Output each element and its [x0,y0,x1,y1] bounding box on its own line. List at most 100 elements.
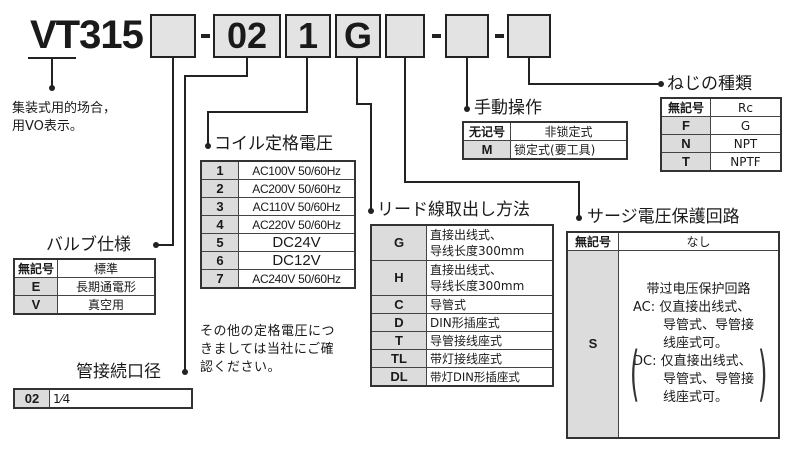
leader-line [356,103,372,105]
part-box-manifold [150,14,196,58]
option-code: H [370,260,427,296]
option-code: 3 [200,197,239,216]
leader-line [184,75,186,373]
surge-dc-line: 导管式、导管接 [663,372,755,387]
coil-voltage-note-line: 認ください。 [200,360,282,375]
leader-dot [153,242,159,248]
leader-line [207,111,308,113]
dc-text: 仅直接出线式、 [660,354,752,369]
leader-dot [205,143,211,149]
option-desc: AC220V 50/60Hz [238,215,356,234]
separator-dash [432,34,441,38]
option-code: 無記号 [566,231,619,251]
option-desc: 带过电压保护回路 ( ) AC: 仅直接出线式、 导管式、导管接 线座式可。 D… [618,250,780,439]
option-code: 5 [200,233,239,252]
option-desc: 真空用 [57,295,156,315]
leader-line [184,75,248,77]
dc-label: DC: [633,354,657,369]
part-box-surge [385,14,425,58]
part-box-manual [445,14,489,58]
leader-dot [182,369,188,375]
part-box-coil-voltage: 1 [285,14,331,58]
right-paren-icon: ) [757,339,767,409]
option-desc: 1⁄4 [49,388,193,409]
table-row: 无记号非锁定式 [462,121,628,141]
table-row: 無記号標準 [13,258,156,278]
option-desc: AC200V 50/60Hz [238,179,356,198]
option-code: T [370,331,427,350]
option-desc: Rc [710,97,782,117]
option-code: 7 [200,269,239,289]
option-desc: DC24V [238,233,356,252]
option-desc: AC100V 50/60Hz [238,160,356,180]
option-code: G [370,224,427,261]
thread-type-title: ねじの種類 [667,74,752,94]
part-box-lead-wire: G [335,14,381,58]
part-box-port-size: 02 [213,14,281,58]
option-code: 6 [200,251,239,270]
option-desc: 导管式 [426,295,554,314]
surge-ac-line: AC: 仅直接出线式、 [633,299,772,317]
leader-dot [49,85,55,91]
option-code: 無記号 [13,258,59,278]
leader-line [466,58,468,108]
option-code: TL [370,349,427,368]
surge-ac-line: 导管式、导管接 [663,318,755,333]
desc-line: 导线长度300mm [430,244,525,258]
left-paren-icon: ( [630,339,640,409]
desc-line: 直接出线式、 [430,263,503,277]
surge-title: サージ電圧保護回路 [587,207,740,227]
surge-desc-body: ( ) AC: 仅直接出线式、 导管式、导管接 线座式可。 DC: 仅直接出线式… [625,299,772,409]
option-code: N [660,134,711,153]
option-code: 无记号 [462,121,511,141]
leader-line [404,58,406,182]
leader-line [404,181,580,183]
option-desc: 锁定式(要工具) [510,140,628,160]
option-code: C [370,295,427,314]
surge-dc-line: 线座式可。 [663,390,729,405]
option-desc: 导管接线座式 [426,331,554,350]
ac-label: AC: [633,300,656,315]
port-size-title: 管接続口径 [76,362,161,382]
surge-ac-line: 线座式可。 [663,336,729,351]
option-desc: NPTF [710,152,782,172]
option-desc: 標準 [57,258,156,278]
option-code: D [370,313,427,332]
manifold-note-line: 用VO表示。 [12,119,83,134]
surge-desc-head: 带过电压保护回路 [646,282,751,297]
surge-dc-line: DC: 仅直接出线式、 [633,353,772,371]
option-desc: 非锁定式 [510,121,628,141]
option-code: 02 [13,388,50,409]
model-number: VT315 [30,13,144,57]
manifold-note-line: 集装式用的场合， [12,101,117,116]
leader-dot [464,106,470,112]
ac-text: 仅直接出线式、 [659,300,751,315]
desc-line: 直接出线式、 [430,228,503,242]
option-code: 2 [200,179,239,198]
option-code: DL [370,367,427,387]
separator-dash [201,34,210,38]
option-desc: 带灯接线座式 [426,349,554,368]
manual-override-title: 手動操作 [474,98,542,118]
option-desc: G [710,116,782,135]
table-row: S 带过电压保护回路 ( ) AC: 仅直接出线式、 导管式、导管接 线座式可。… [566,250,780,439]
